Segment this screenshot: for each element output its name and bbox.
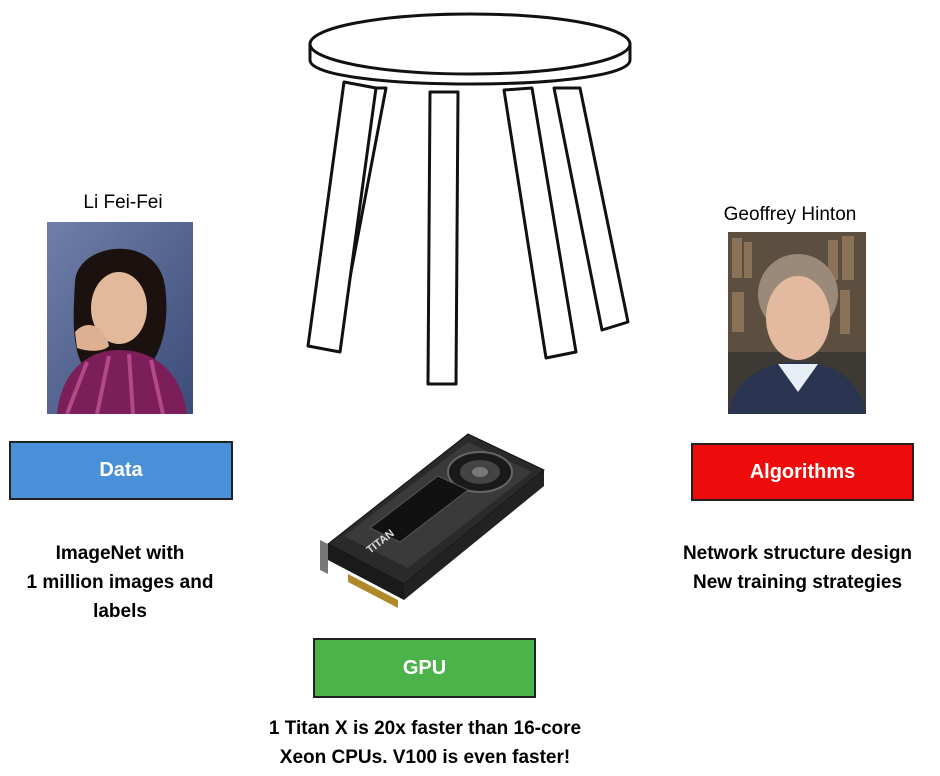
gpu-description: 1 Titan X is 20x faster than 16-core Xeo… xyxy=(215,714,635,772)
gpu-description-line: 1 Titan X is 20x faster than 16-core xyxy=(268,718,582,739)
algorithms-label: Algorithms xyxy=(749,460,856,483)
data-label-box: Data xyxy=(9,441,233,500)
person-name-geoffrey-hinton: Geoffrey Hinton xyxy=(723,204,857,225)
data-description-line: 1 million images and xyxy=(26,572,214,593)
algorithms-label-box: Algorithms xyxy=(691,443,914,501)
stool-illustration xyxy=(306,12,632,386)
data-description-line: ImageNet with xyxy=(55,543,185,564)
algorithms-description-line: New training strategies xyxy=(692,572,903,593)
algorithms-description-line: Network structure design xyxy=(682,543,913,564)
portrait-photo-li-fei-fei xyxy=(47,222,193,414)
gpu-card-image: TITAN xyxy=(320,433,545,608)
gpu-label: GPU xyxy=(402,656,447,679)
gpu-label-box: GPU xyxy=(313,638,536,698)
data-description: ImageNet with 1 million images and label… xyxy=(0,539,240,626)
data-label: Data xyxy=(99,459,143,481)
algorithms-description: Network structure design New training st… xyxy=(655,539,940,597)
person-name-li-fei-fei: Li Fei-Fei xyxy=(83,192,163,213)
portrait-photo-geoffrey-hinton xyxy=(728,232,866,414)
data-description-line: labels xyxy=(93,601,147,622)
gpu-description-line: Xeon CPUs. V100 is even faster! xyxy=(279,747,571,768)
